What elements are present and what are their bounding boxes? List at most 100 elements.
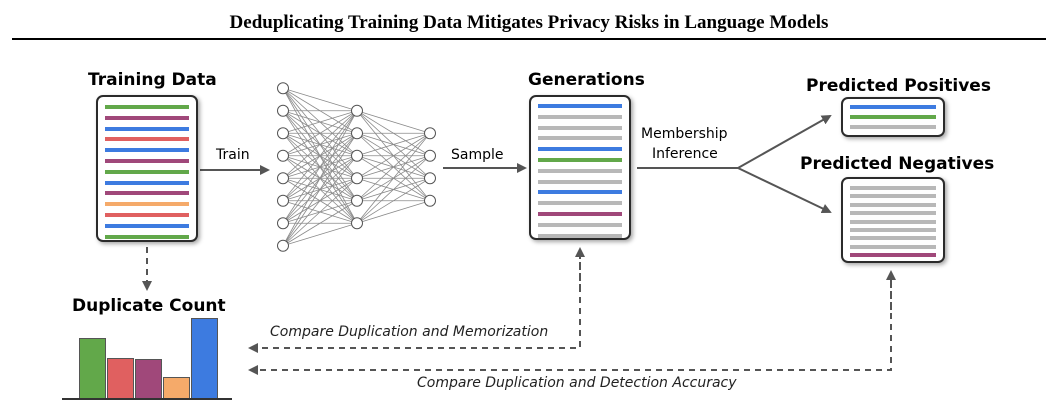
network-connection <box>356 110 431 134</box>
generations-stripe <box>538 136 622 141</box>
positives-arrow <box>737 115 832 169</box>
detection-comparison-label: Compare Duplication and Detection Accura… <box>417 375 737 391</box>
generations-stripe <box>538 104 622 108</box>
predicted-negatives-heading: Predicted Negatives <box>800 154 995 174</box>
generations-stripe <box>538 222 622 227</box>
detection-comparison-path <box>248 280 892 375</box>
memorization-comparison-label: Compare Duplication and Memorization <box>270 324 549 340</box>
training-data-stripe <box>105 137 189 142</box>
network-node <box>351 127 363 140</box>
predicted-negatives-document <box>841 177 945 263</box>
negatives-arrow <box>737 167 832 214</box>
network-node <box>277 172 289 185</box>
generations-stripe <box>538 201 622 206</box>
network-connection <box>282 200 358 247</box>
network-node <box>351 104 363 117</box>
network-connection <box>282 110 358 134</box>
duplicate-count-bar <box>191 318 218 398</box>
duplicate-count-bar <box>107 358 134 398</box>
predicted-negatives-stripe <box>850 244 936 249</box>
training-data-stripe <box>105 213 189 217</box>
training-data-stripe <box>105 159 189 163</box>
network-node <box>424 194 436 207</box>
network-connection <box>282 87 358 112</box>
train-label: Train <box>216 147 250 163</box>
network-node <box>424 149 436 162</box>
network-node <box>277 194 289 207</box>
generations-stripe <box>538 168 622 173</box>
generations-heading: Generations <box>528 70 645 90</box>
training-data-stripe <box>105 148 189 153</box>
network-node <box>351 172 363 185</box>
duplicate-count-bar <box>135 359 162 398</box>
predicted-negatives-stripe <box>850 202 936 207</box>
network-node <box>277 149 289 162</box>
training-data-stripe <box>105 234 189 239</box>
predicted-negatives-stripe <box>850 236 936 241</box>
network-node <box>277 217 289 230</box>
network-connection <box>356 155 431 224</box>
network-connection <box>282 222 358 247</box>
predicted-negatives-stripe <box>850 219 936 224</box>
generations-stripe <box>538 179 622 184</box>
network-node <box>351 149 363 162</box>
network-node <box>277 239 289 252</box>
network-connection <box>356 132 431 224</box>
predicted-negatives-stripe <box>850 253 936 258</box>
network-connection <box>282 155 358 247</box>
predicted-positives-stripe <box>850 115 936 119</box>
generations-stripe <box>538 190 622 195</box>
network-connection <box>282 110 358 157</box>
training-data-stripe <box>105 191 189 196</box>
training-data-document <box>96 95 198 242</box>
network-node <box>277 82 289 95</box>
predicted-positives-stripe <box>850 105 936 109</box>
generations-stripe <box>538 158 622 162</box>
duplicate-count-bar <box>79 338 106 398</box>
training-data-stripe <box>105 169 189 174</box>
membership-label-line1: Membership <box>641 126 728 142</box>
network-connection <box>282 133 358 246</box>
network-node <box>424 127 436 140</box>
title-divider <box>12 38 1046 40</box>
training-data-stripe <box>105 115 189 120</box>
network-node <box>277 104 289 117</box>
network-connection <box>282 177 358 247</box>
network-connection <box>282 110 358 179</box>
network-connection <box>356 200 431 224</box>
predicted-negatives-stripe <box>850 211 936 216</box>
generations-stripe <box>538 114 622 119</box>
training-data-stripe <box>105 202 189 207</box>
predicted-positives-stripe <box>850 125 936 129</box>
network-connection <box>282 110 358 202</box>
network-node <box>351 217 363 230</box>
predicted-negatives-stripe <box>850 186 936 190</box>
generations-stripe <box>538 125 622 130</box>
neural-network <box>277 82 436 252</box>
predicted-positives-heading: Predicted Positives <box>806 76 991 96</box>
network-connection <box>356 177 431 224</box>
generations-stripe <box>538 147 622 152</box>
network-connection <box>356 132 431 157</box>
predicted-negatives-stripe <box>850 228 936 232</box>
generations-stripe <box>538 212 622 216</box>
generations-stripe <box>538 233 622 238</box>
network-connection <box>282 110 358 224</box>
training-data-stripe <box>105 105 189 109</box>
membership-label-line2: Inference <box>652 146 718 162</box>
training-data-stripe <box>105 180 189 185</box>
predicted-negatives-stripe <box>850 194 936 199</box>
network-connection <box>282 110 358 246</box>
training-data-heading: Training Data <box>88 70 217 90</box>
generations-document <box>529 95 631 240</box>
network-node <box>277 127 289 140</box>
network-connection <box>356 132 431 179</box>
network-node <box>351 194 363 207</box>
training-data-stripe <box>105 223 189 228</box>
duplicate-count-heading: Duplicate Count <box>72 296 226 316</box>
sample-label: Sample <box>451 147 504 163</box>
network-connection <box>356 132 431 202</box>
duplicate-count-axis <box>62 398 232 400</box>
